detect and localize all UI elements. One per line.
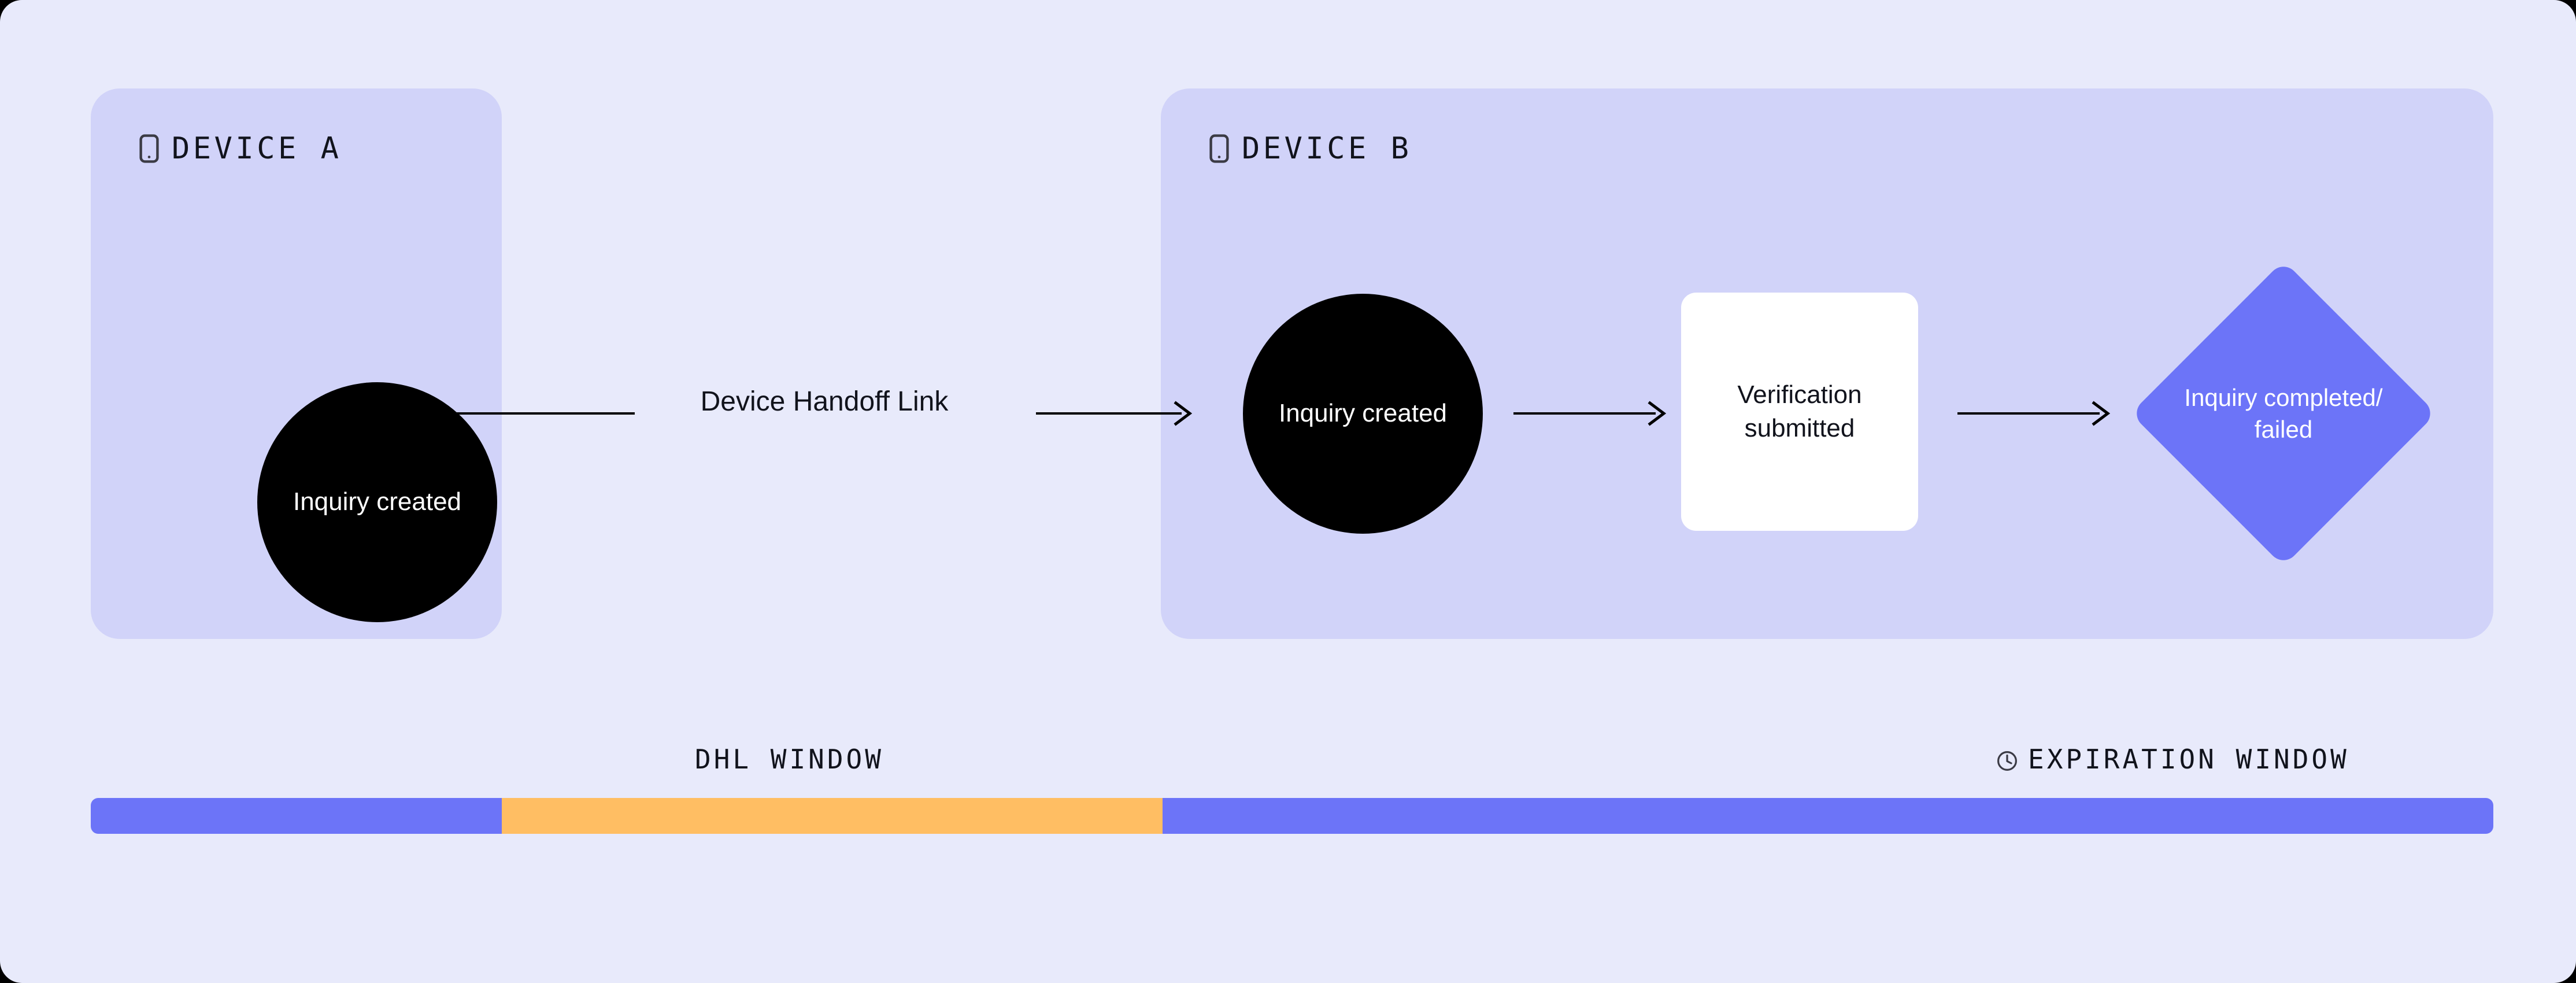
timeline-label-dhl-window: DHL WINDOW: [695, 746, 884, 773]
connector-line: [1957, 412, 2100, 415]
connector-line: [1513, 412, 1656, 415]
timeline-segment-pre-dhl: [91, 798, 502, 834]
device-b-header: DEVICE B: [1209, 134, 1412, 164]
node-label: Inquiry completed/ failed: [2184, 383, 2383, 443]
connector-verification-to-result: [1957, 401, 2121, 426]
device-handoff-link-label: Device Handoff Link: [700, 386, 949, 417]
device-a-title: DEVICE A: [172, 131, 342, 166]
device-a-panel: DEVICE A Inquiry created: [91, 88, 502, 639]
connector-line-left: [444, 412, 635, 415]
device-b-panel: DEVICE B Inquiry created Verification su…: [1161, 88, 2493, 639]
timeline-segment-dhl-window: [501, 798, 1163, 834]
node-label: Verification submitted: [1737, 380, 1862, 442]
clock-icon: [1997, 749, 2018, 771]
node-inquiry-created-device-b[interactable]: Inquiry created: [1243, 294, 1483, 534]
mobile-phone-icon: [1209, 134, 1229, 163]
device-b-title: DEVICE B: [1242, 131, 1412, 166]
timeline-label-text: DHL WINDOW: [695, 744, 884, 775]
mobile-phone-icon: [139, 134, 159, 163]
connector-line-right: [1036, 412, 1182, 415]
timeline-bar[interactable]: [91, 798, 2493, 834]
node-verification-submitted[interactable]: Verification submitted: [1681, 293, 1918, 531]
node-inquiry-completed-failed[interactable]: Inquiry completed/ failed: [2130, 260, 2437, 567]
node-inquiry-created-device-a[interactable]: Inquiry created: [257, 382, 497, 622]
device-a-header: DEVICE A: [139, 134, 342, 164]
timeline-label-expiration-window: EXPIRATION WINDOW: [1997, 746, 2349, 773]
connector-device-handoff-link: Device Handoff Link: [444, 388, 1207, 426]
connector-inquiry-to-verification: [1513, 401, 1677, 426]
node-label: Inquiry created: [293, 487, 462, 516]
timeline-segment-expiration-window: [1162, 798, 2493, 834]
timeline-label-text: EXPIRATION WINDOW: [2028, 744, 2349, 775]
node-label: Inquiry created: [1278, 399, 1448, 428]
